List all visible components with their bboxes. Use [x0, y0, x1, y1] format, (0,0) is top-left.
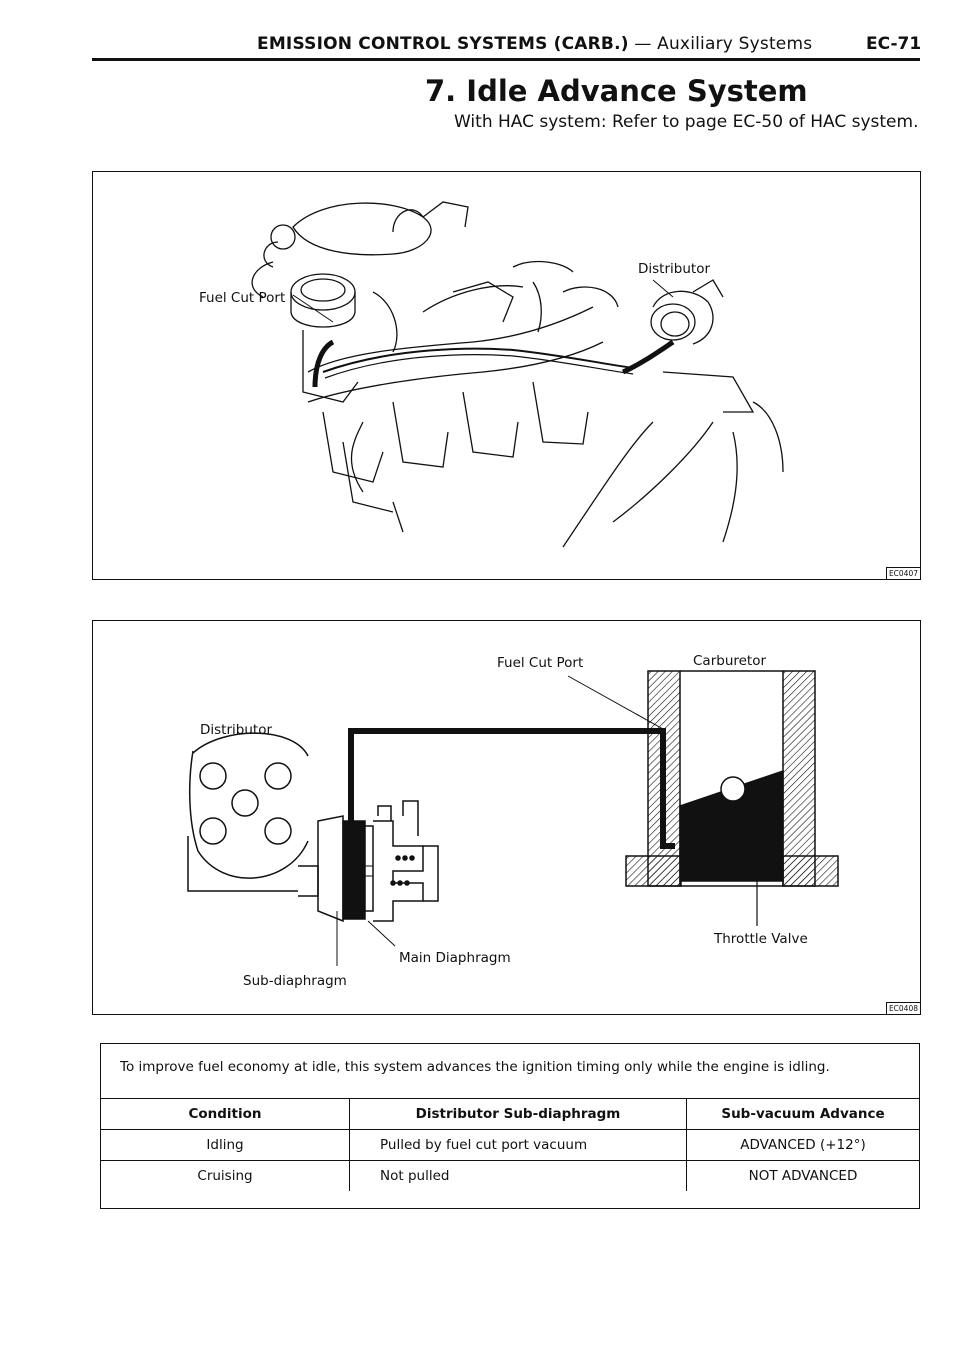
carburetor-label: Carburetor	[693, 653, 766, 669]
engine-illustration: Fuel Cut Port Distributor EC0407	[92, 171, 921, 580]
column-header: Distributor Sub-diaphragm	[350, 1099, 687, 1130]
table-cell: Pulled by fuel cut port vacuum	[350, 1130, 687, 1161]
figure-code: EC0407	[886, 567, 920, 579]
table-row: Idling Pulled by fuel cut port vacuum AD…	[101, 1130, 919, 1161]
table-cell: Idling	[101, 1130, 350, 1161]
table-cell: ADVANCED (+12°)	[687, 1130, 920, 1161]
column-header: Condition	[101, 1099, 350, 1130]
main-diaphragm-label: Main Diaphragm	[399, 950, 511, 966]
sub-diaphragm-label: Sub-diaphragm	[243, 973, 347, 989]
distributor-label: Distributor	[638, 261, 710, 277]
section-title: 7. Idle Advance System	[425, 74, 808, 108]
description-box: To improve fuel economy at idle, this sy…	[100, 1043, 920, 1209]
distributor-label: Distributor	[200, 722, 272, 738]
table-header-row: Condition Distributor Sub-diaphragm Sub-…	[101, 1099, 919, 1130]
column-header: Sub-vacuum Advance	[687, 1099, 920, 1130]
table-cell: Cruising	[101, 1161, 350, 1192]
system-schematic: Fuel Cut Port Carburetor Distributor Thr…	[92, 620, 921, 1015]
system-description: To improve fuel economy at idle, this sy…	[120, 1059, 830, 1075]
table-cell: Not pulled	[350, 1161, 687, 1192]
fuel-cut-port-label: Fuel Cut Port	[497, 655, 583, 671]
throttle-valve-label: Throttle Valve	[714, 931, 808, 947]
running-header: EMISSION CONTROL SYSTEMS (CARB.) — Auxil…	[257, 34, 812, 54]
fuel-cut-port-label: Fuel Cut Port	[199, 290, 285, 306]
condition-table: Condition Distributor Sub-diaphragm Sub-…	[101, 1098, 919, 1191]
table-row: Cruising Not pulled NOT ADVANCED	[101, 1161, 919, 1192]
table-cell: NOT ADVANCED	[687, 1161, 920, 1192]
header-subsection: — Auxiliary Systems	[629, 34, 813, 54]
header-section: EMISSION CONTROL SYSTEMS (CARB.)	[257, 34, 629, 54]
figure-code: EC0408	[886, 1002, 920, 1014]
header-rule	[92, 58, 920, 61]
engine-drawing	[93, 172, 920, 579]
section-subtitle: With HAC system: Refer to page EC-50 of …	[454, 112, 918, 132]
page-number: EC-71	[866, 34, 921, 54]
